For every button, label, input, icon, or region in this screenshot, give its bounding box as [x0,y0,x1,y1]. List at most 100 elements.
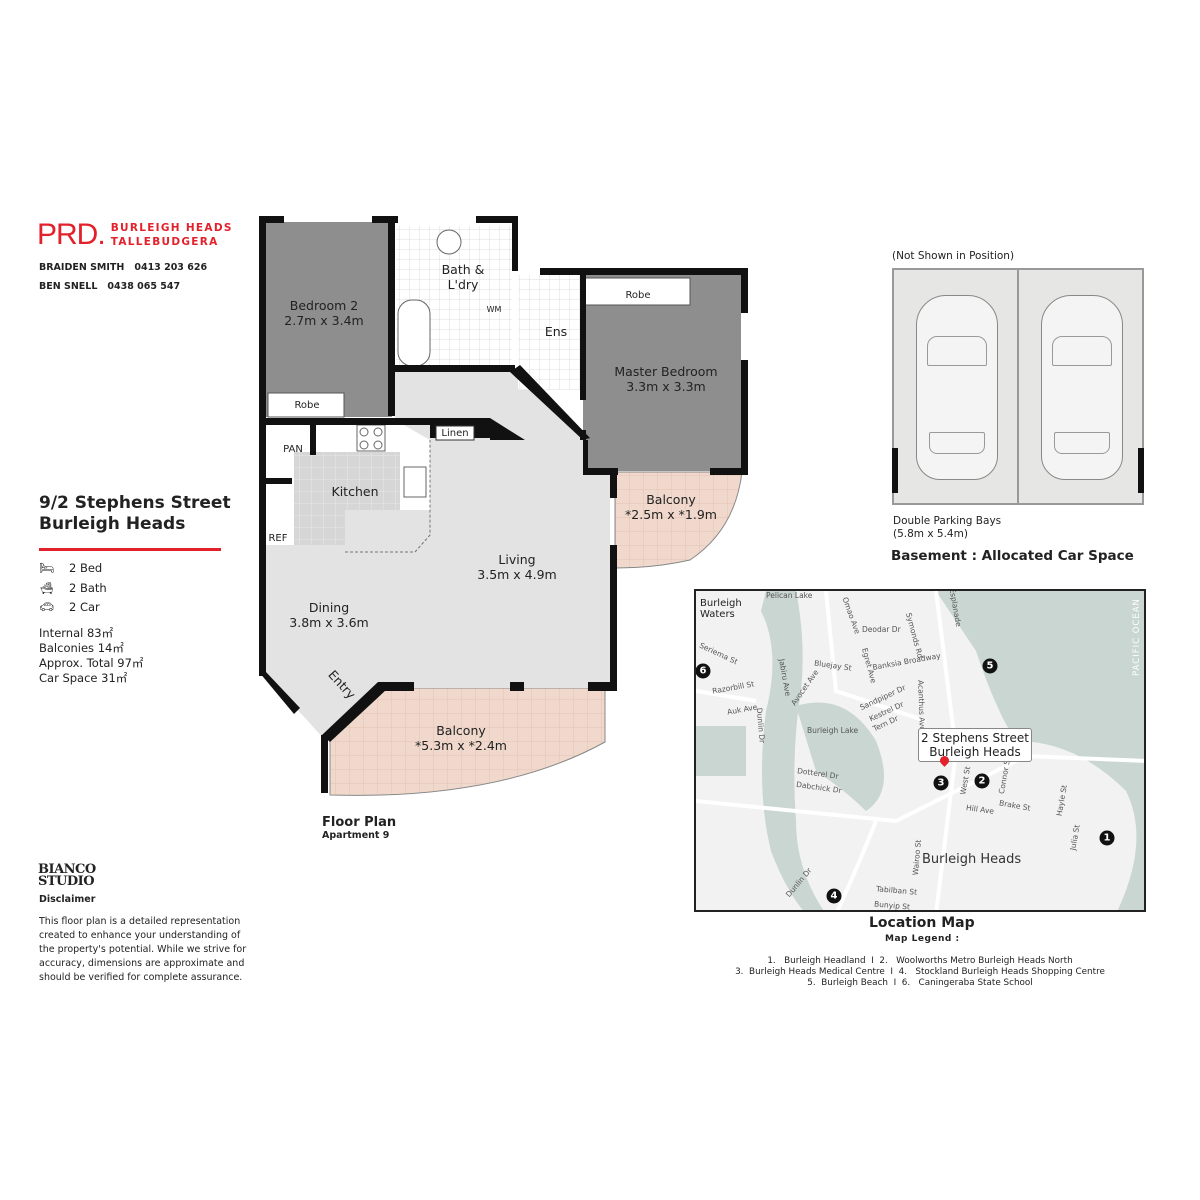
burleigh-lake [796,702,884,811]
parking-bay-1 [892,270,1019,503]
linen-label: Linen [441,428,469,439]
wm-label: WM [486,305,502,314]
map-marker-4[interactable]: 4 [826,888,842,904]
sink [403,466,427,498]
logo-line: STUDIO [38,874,95,889]
agent-2: BEN SNELL 0438 065 547 [39,281,190,292]
room-ensuite: Ens [544,324,568,339]
robe-label: Robe [625,290,651,301]
feature-car: 🚗︎ 2 Car [39,600,100,614]
room-dims: *5.3m x *2.4m [415,738,507,753]
address-line2: Burleigh Heads [39,514,186,534]
bed-icon: 🛏︎ [39,561,55,575]
place-label: Pelican Lake [766,591,813,600]
area-internal: Internal 83㎡ [39,626,114,640]
feature-bed: 🛏︎2 Bed [39,561,102,575]
legend-line: 1. Burleigh Headland I 2. Woolworths Met… [767,956,1073,966]
bed2-floor [266,222,392,417]
street-label: Acanthus Ave [916,679,927,732]
fridge-label: REF [268,533,288,544]
callout-line: Burleigh Heads [929,745,1021,759]
feature-label: 2 Car [69,600,100,614]
lake-channel [761,591,824,910]
suburb-label: Burleigh Heads [922,852,1022,867]
living-dining-floor [266,372,610,740]
parking-note: (Not Shown in Position) [892,250,1015,262]
room-name: Balcony [436,723,486,738]
location-map-title: Location Map [869,915,975,931]
logo-text: PRD. [37,218,106,251]
room-balcony-living: Balcony*5.3m x *2.4m [415,723,507,753]
label: Burleigh [700,598,742,609]
ocean-label: PACIFIC OCEAN [1132,598,1142,676]
area-balconies: Balconies 14㎡ [39,641,124,655]
parking-bays [892,268,1144,505]
place-label: Burleigh Lake [807,726,859,735]
robe-label: Robe [294,400,320,411]
office-line1: BURLEIGH HEADS [110,222,233,234]
robe-master [584,277,691,306]
room-name: Dining [308,600,350,615]
kitchen-bench-outline [345,440,431,553]
divider [39,548,221,551]
parking-dims: (5.8m x 5.4m) [893,528,968,540]
room-dims: 3.3m x 3.3m [626,379,706,394]
feature-bath: 🛁︎2 Bath [39,581,107,595]
room-name: Living [498,552,536,567]
basin [436,229,462,255]
map-marker-6[interactable]: 6 [696,663,711,679]
map-legend-heading: Map Legend : [885,934,960,944]
agent-phone[interactable]: 0438 065 547 [107,281,181,292]
walls [259,216,748,793]
prd-logo: PRD. BURLEIGH HEADS TALLEBUDGERA [37,218,233,252]
car-icon [916,295,998,480]
map-marker-1[interactable]: 1 [1099,830,1115,846]
room-kitchen: Kitchen [331,484,379,499]
room-dims: 3.8m x 3.6m [289,615,369,630]
legend-line: 3. Burleigh Heads Medical Centre I 4. St… [735,967,1105,977]
map-marker-2[interactable]: 2 [974,773,990,789]
disclaimer-text: This floor plan is a detailed representa… [39,916,247,983]
area-total: Approx. Total 97㎡ [39,656,144,670]
room-name: Balcony [646,492,696,507]
map-marker-5[interactable]: 5 [982,658,998,674]
room-balcony-master: Balcony*2.5m x *1.9m [625,492,717,522]
legend-line: 5. Burleigh Beach I 6. Caningeraba State… [807,978,1033,988]
balcony-master [614,471,743,569]
robe-bed2 [267,392,345,418]
bathtub [397,299,431,367]
room-name: Bath & [441,262,485,277]
area-summary: Internal 83㎡ Balconies 14㎡ Approx. Total… [39,626,143,686]
map-legend: 1. Burleigh Headland I 2. Woolworths Met… [700,956,1140,989]
room-dims: *2.5m x *1.9m [625,507,717,522]
master-floor [583,275,741,471]
map-marker-3[interactable]: 3 [933,775,949,791]
agent-name: BEN SNELL [39,281,98,292]
address-line1: 9/2 Stephens Street [39,493,231,513]
pantry-label: PAN [283,444,303,455]
logo-line: BIANCO [38,862,96,877]
floor-plan-title: Floor Plan [322,815,397,830]
room-name: L'dry [447,277,479,292]
agent-phone[interactable]: 0413 203 626 [134,262,208,273]
car-icon: 🚗︎ [39,600,55,614]
area-car-space: Car Space 31㎡ [39,671,128,685]
cooktop [356,424,386,452]
parking-bay-2 [1019,270,1144,503]
office-line2: TALLEBUDGERA [110,236,219,248]
street-label: Deodar Dr [862,625,901,634]
room-name: Master Bedroom [614,364,718,379]
agent-name: BRAIDEN SMITH [39,262,125,273]
label: Waters [700,609,735,620]
